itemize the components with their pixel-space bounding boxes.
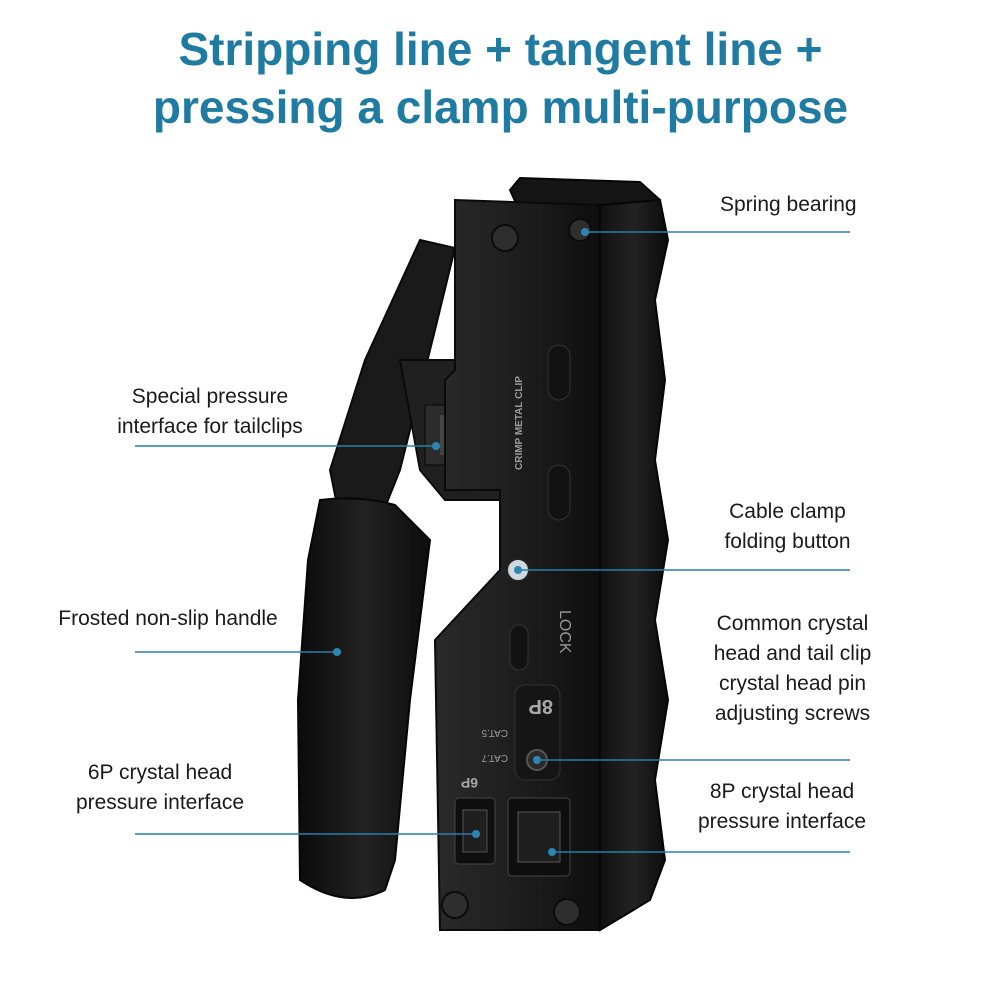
callout-dots [333,228,589,856]
label-cable-clamp-line-2: folding button [724,530,851,553]
label-spring-bearing: Spring bearing [720,190,890,220]
headline-line-1: Stripping line + tangent line + [178,23,823,75]
label-tailclip-line-1: Special pressure [131,385,289,408]
headline-line-2: pressing a clamp multi-purpose [152,81,849,133]
callout-dot-cable-clamp [514,566,522,574]
label-handle: Frosted non-slip handle [28,604,308,634]
label-6p-line-1: 6P crystal head [87,761,233,784]
label-8p-line-2: pressure interface [697,810,867,833]
callout-dot-6p [472,830,480,838]
lock-marking: LOCK [556,610,573,654]
cat7-marking: CAT.7 [481,752,508,763]
label-screws-line-4: adjusting screws [714,702,871,725]
adjust-panel [514,684,561,781]
label-6p-line-2: pressure interface [75,791,245,814]
callout-dot-tailclip [432,442,440,450]
callout-dot-handle [333,648,341,656]
callout-dot-spring-bearing [581,228,589,236]
label-adjusting-screws: Common crystal head and tail clip crysta… [685,609,900,729]
cat5-marking: CAT.5 [481,727,508,738]
slot-lower [547,464,571,521]
label-8p-line-1: 8P crystal head [709,780,855,803]
screw-bottom-right [553,898,581,926]
label-6p-interface: 6P crystal head pressure interface [45,758,275,818]
slot-upper [547,344,571,401]
label-cable-clamp: Cable clamp folding button [690,497,885,557]
crimp-metal-clip-marking: CRIMP METAL CLIP [514,376,525,470]
tool-body-side [599,198,670,932]
label-cable-clamp-line-1: Cable clamp [729,500,846,523]
8p-marking: 8P [529,695,553,717]
callout-dot-8p [548,848,556,856]
screw-top-left [491,224,519,252]
frosted-handle-grip [296,497,432,899]
label-handle-text: Frosted non-slip handle [58,607,278,630]
label-screws-line-1: Common crystal [716,612,869,635]
6p-marking: 6P [461,775,478,791]
label-8p-interface: 8P crystal head pressure interface [672,777,892,837]
slot-side [509,624,529,671]
screw-bottom-left [441,891,469,919]
label-tailclip-line-2: interface for tailclips [117,415,303,438]
label-screws-line-2: head and tail clip [713,642,872,665]
headline: Stripping line + tangent line + pressing… [0,20,1001,136]
label-spring-bearing-text: Spring bearing [720,193,857,216]
callout-dot-screws [533,756,541,764]
label-screws-line-3: crystal head pin [718,672,867,695]
callout-lines [135,231,850,853]
label-tailclip-interface: Special pressure interface for tailclips [80,382,340,442]
